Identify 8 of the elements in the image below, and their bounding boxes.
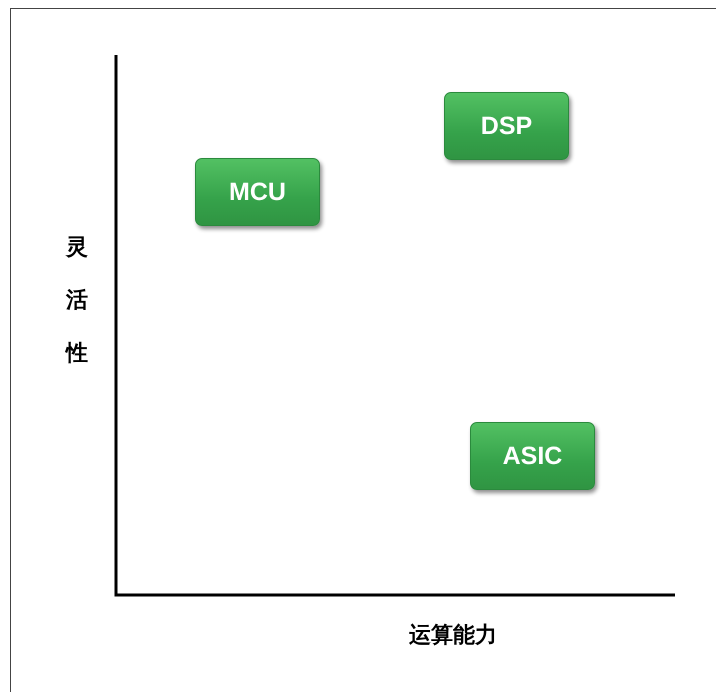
y-axis-title: 灵活性 [66, 234, 88, 368]
chip-box [195, 158, 320, 226]
x-axis-title: 运算能力 [409, 622, 497, 650]
chip-box [470, 422, 595, 490]
chip-label: DSP [480, 112, 532, 140]
chip-box [444, 92, 569, 160]
chip-label: MCU [229, 178, 286, 206]
chip-label: ASIC [502, 442, 562, 470]
